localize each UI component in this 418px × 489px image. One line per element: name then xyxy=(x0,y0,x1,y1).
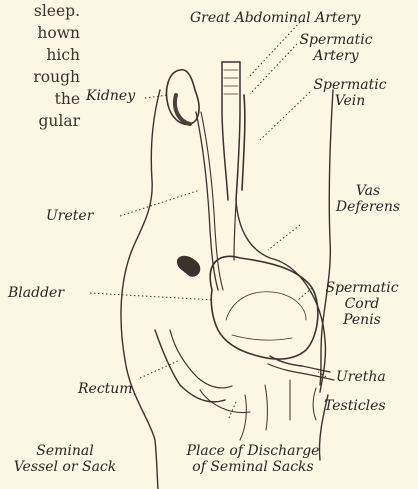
label-ureter: Ureter xyxy=(46,208,93,224)
label-testicles: Testicles xyxy=(324,398,386,414)
label-spermatic-cord: Spermatic Cord Penis xyxy=(322,280,402,328)
label-line: Seminal xyxy=(0,443,130,459)
label-spermatic-artery: Spermatic Artery xyxy=(296,32,376,64)
label-line: Spermatic xyxy=(310,77,390,93)
label-line: Cord xyxy=(322,296,402,312)
label-great-abdominal-artery: Great Abdominal Artery xyxy=(190,10,360,26)
label-line: Place of Discharge xyxy=(168,443,338,459)
label-line: Penis xyxy=(322,312,402,328)
label-kidney: Kidney xyxy=(86,88,135,104)
label-spermatic-vein: Spermatic Vein xyxy=(310,77,390,109)
label-place-of-discharge: Place of Discharge of Seminal Sacks xyxy=(168,443,338,475)
label-line: Deferens xyxy=(328,199,408,215)
label-line: Spermatic xyxy=(322,280,402,296)
label-bladder: Bladder xyxy=(8,285,64,301)
label-urethra: Uretha xyxy=(336,369,386,385)
label-line: Spermatic xyxy=(296,32,376,48)
label-vas-deferens: Vas Deferens xyxy=(328,183,408,215)
label-rectum: Rectum xyxy=(78,381,133,397)
label-line: Vessel or Sack xyxy=(0,459,130,475)
label-seminal-vessel: Seminal Vessel or Sack xyxy=(0,443,130,475)
label-line: Artery xyxy=(296,48,376,64)
label-line: Vas xyxy=(328,183,408,199)
label-line: Vein xyxy=(310,93,390,109)
label-line: of Seminal Sacks xyxy=(168,459,338,475)
